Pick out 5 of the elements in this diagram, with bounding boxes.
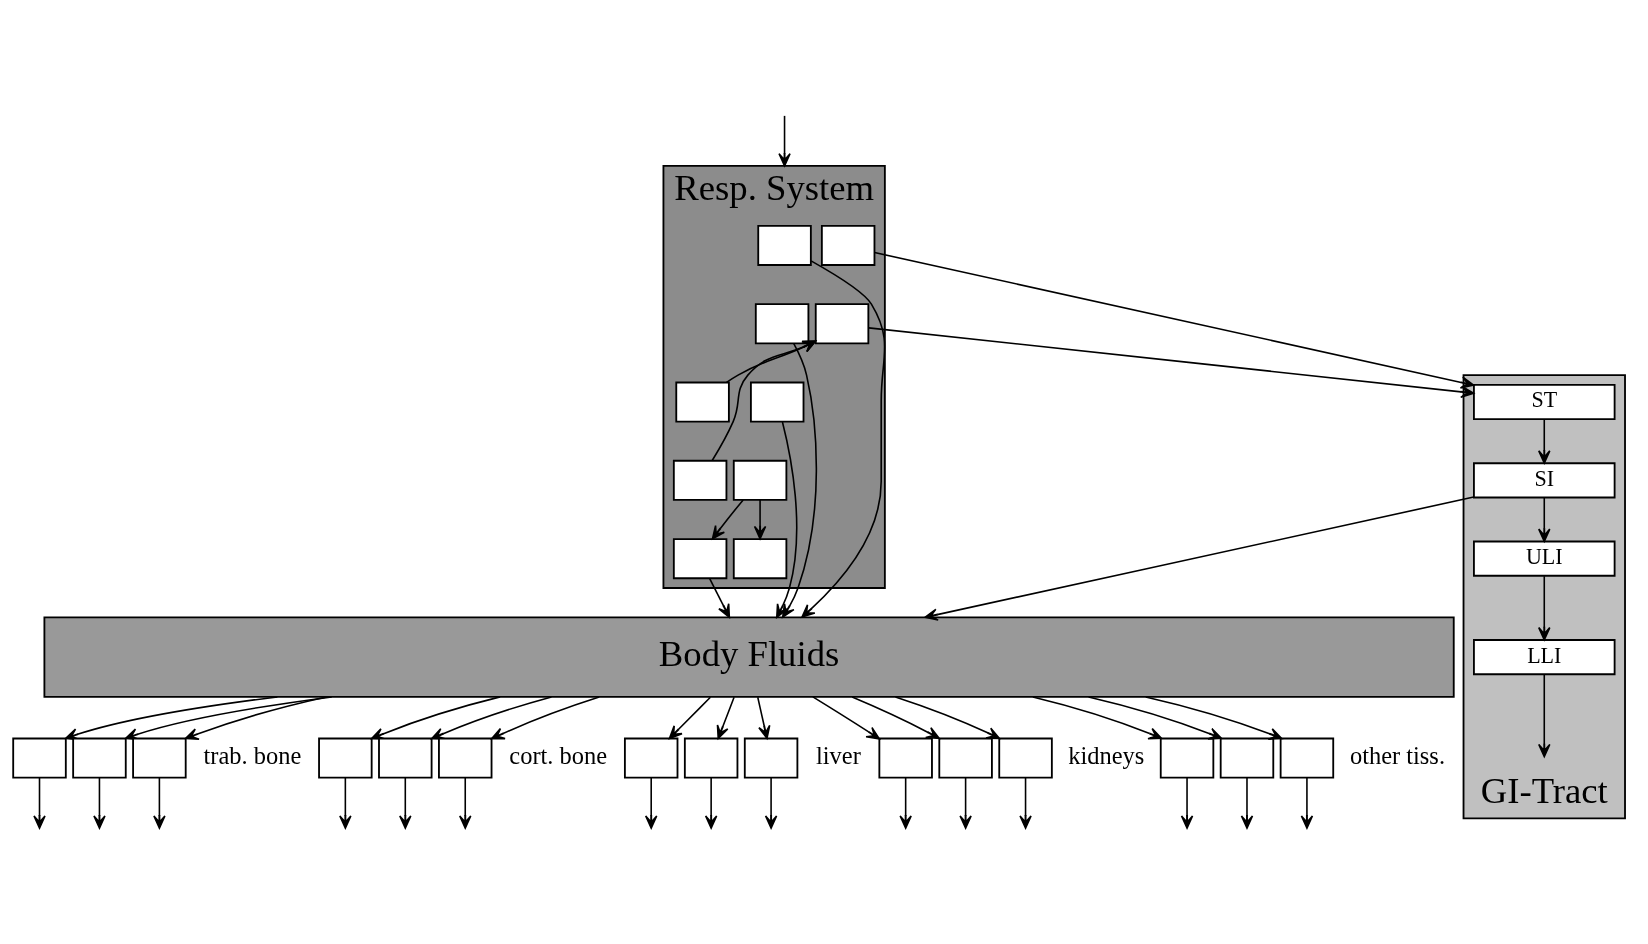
label: kidneys (1068, 742, 1145, 770)
label: trab. bone (203, 742, 302, 770)
label: cort. bone (509, 742, 608, 770)
label: liver (815, 742, 861, 770)
label: other tiss. (1349, 742, 1446, 770)
